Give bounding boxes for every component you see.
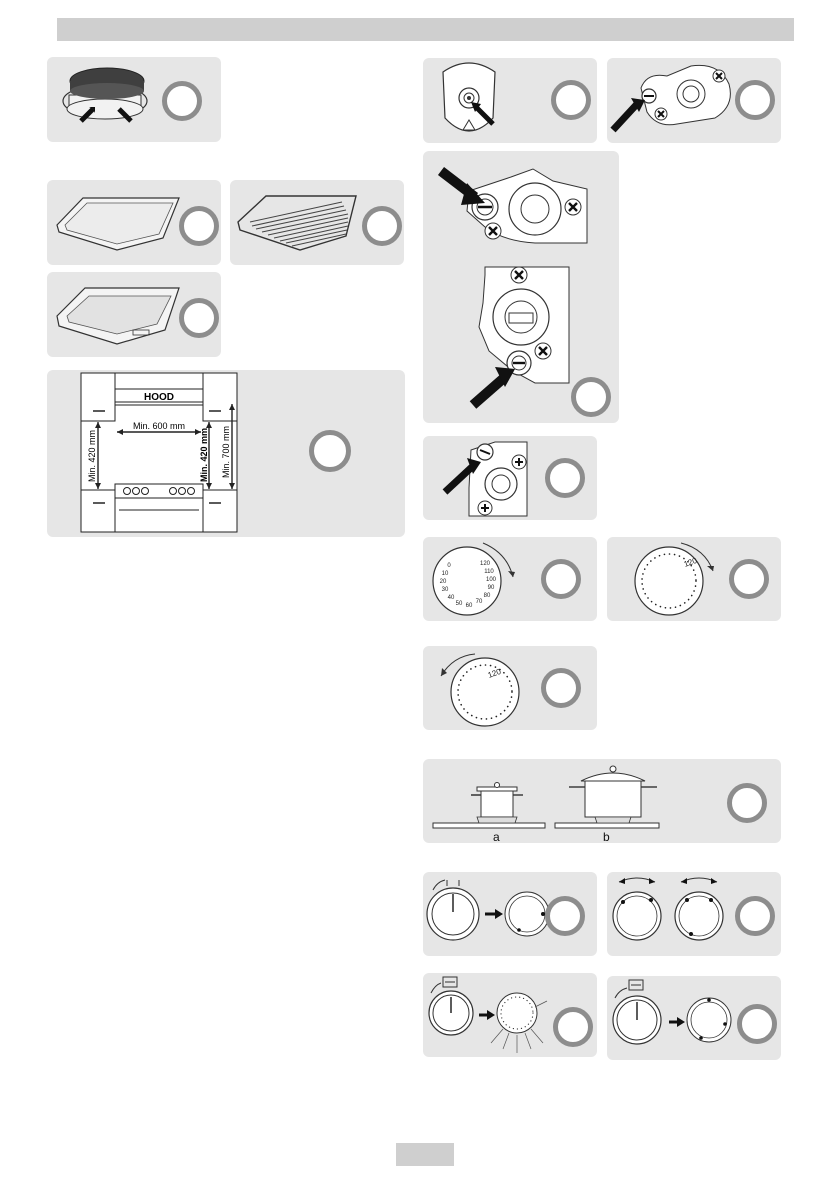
dial-tick-10: 10 bbox=[442, 571, 449, 577]
dial-tick-120: 120 bbox=[480, 561, 491, 567]
hood-label: HOOD bbox=[144, 392, 174, 403]
knob-ignite-illustration bbox=[426, 879, 550, 941]
dial-tick-100: 100 bbox=[486, 577, 497, 583]
dial-timer-illustration: 120 bbox=[634, 542, 714, 616]
step-badge bbox=[735, 896, 775, 936]
timer-120-label: 120 bbox=[683, 556, 699, 569]
panel-knob-ignite bbox=[423, 872, 597, 956]
step-badge bbox=[541, 668, 581, 708]
panel-bypass bbox=[423, 436, 597, 520]
panel-pans: a b bbox=[423, 759, 781, 843]
dial-tick-110: 110 bbox=[484, 569, 494, 575]
pan-label-b: b bbox=[603, 830, 610, 843]
dimension-width-label: Min. 600 mm bbox=[133, 421, 185, 431]
step-badge bbox=[571, 377, 611, 417]
step-badge bbox=[541, 559, 581, 599]
flat-tray-illustration bbox=[56, 197, 180, 251]
valve-plate-illustration bbox=[610, 64, 731, 133]
timer-120-label: 120 bbox=[487, 667, 503, 680]
panel-installation: HOOD Min. 600 mm Min. 420 mm Min. 420 mm… bbox=[47, 370, 405, 537]
injector-illustration bbox=[442, 62, 496, 132]
panel-knob-rotation bbox=[607, 872, 781, 956]
page-number-box bbox=[396, 1143, 454, 1166]
panel-burner bbox=[47, 57, 221, 142]
panel-injector bbox=[423, 58, 597, 143]
dial-tick-20: 20 bbox=[440, 579, 447, 585]
dial-tick-80: 80 bbox=[484, 593, 491, 599]
dial-scale-illustration: 0 10 20 30 40 50 60 70 80 90 100 110 120 bbox=[432, 542, 515, 616]
header-bar bbox=[57, 18, 794, 41]
step-badge bbox=[737, 1004, 777, 1044]
step-badge bbox=[735, 80, 775, 120]
step-badge bbox=[179, 206, 219, 246]
step-badge bbox=[545, 896, 585, 936]
valve-adjust-illustration bbox=[437, 167, 588, 409]
pans-illustration: a b bbox=[432, 765, 660, 843]
deep-tray-illustration bbox=[56, 287, 180, 345]
step-badge bbox=[162, 81, 202, 121]
panel-grill-rack bbox=[230, 180, 404, 265]
dimension-right-label: Min. 420 mm bbox=[199, 428, 209, 482]
panel-knob-oven bbox=[423, 973, 597, 1057]
dial-tick-60: 60 bbox=[466, 603, 473, 609]
step-badge bbox=[179, 298, 219, 338]
panel-dial-timer-reverse: 120 bbox=[423, 646, 597, 730]
dial-tick-90: 90 bbox=[488, 585, 495, 591]
grill-rack-illustration bbox=[237, 195, 357, 251]
step-badge bbox=[309, 430, 351, 472]
step-badge bbox=[727, 783, 767, 823]
step-badge bbox=[551, 80, 591, 120]
dimension-hood-label: Min. 700 mm bbox=[221, 426, 231, 478]
dial-tick-40: 40 bbox=[448, 595, 455, 601]
dial-timer-reverse-illustration: 120 bbox=[440, 653, 520, 727]
dial-tick-30: 30 bbox=[442, 587, 449, 593]
knob-oven-dot-illustration bbox=[612, 979, 732, 1045]
dial-tick-0: 0 bbox=[447, 563, 451, 569]
dial-tick-50: 50 bbox=[456, 601, 463, 607]
step-badge bbox=[729, 559, 769, 599]
step-badge bbox=[553, 1007, 593, 1047]
panel-deep-tray bbox=[47, 272, 221, 357]
dial-tick-70: 70 bbox=[476, 599, 483, 605]
panel-valve-plate bbox=[607, 58, 781, 143]
panel-valve-adjust bbox=[423, 151, 619, 423]
panel-flat-tray bbox=[47, 180, 221, 265]
step-badge bbox=[545, 458, 585, 498]
installation-diagram: HOOD Min. 600 mm Min. 420 mm Min. 420 mm… bbox=[80, 372, 238, 533]
bypass-illustration bbox=[442, 441, 528, 517]
panel-dial-scale: 0 10 20 30 40 50 60 70 80 90 100 110 120 bbox=[423, 537, 597, 621]
burner-illustration bbox=[62, 67, 148, 123]
pan-label-a: a bbox=[493, 830, 500, 843]
knob-oven-illustration bbox=[428, 976, 548, 1053]
panel-knob-oven-dot bbox=[607, 976, 781, 1060]
knob-rotation-illustration bbox=[612, 877, 724, 941]
panel-dial-timer: 120 bbox=[607, 537, 781, 621]
step-badge bbox=[362, 206, 402, 246]
dimension-left-label: Min. 420 mm bbox=[87, 430, 97, 482]
